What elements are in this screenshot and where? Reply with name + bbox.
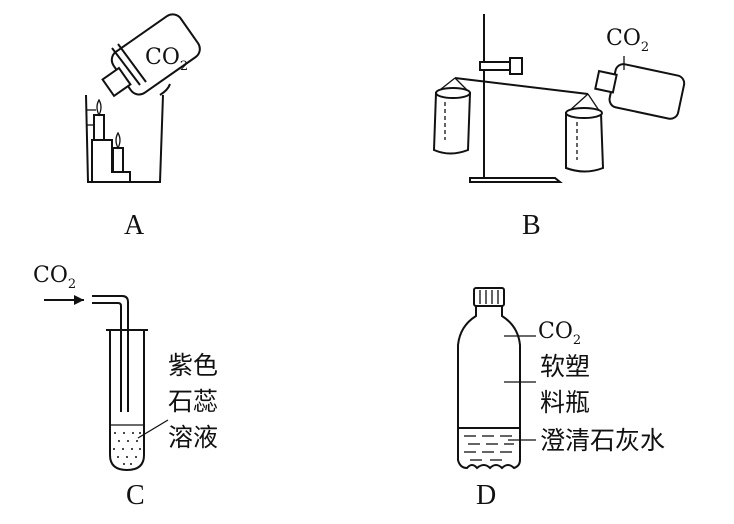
glass-rod	[111, 47, 141, 86]
test-tube	[106, 329, 148, 472]
left-bag	[432, 87, 472, 155]
solution-label-1: 紫色	[168, 351, 218, 380]
candle-tall	[93, 98, 105, 141]
caption-a: A	[124, 210, 145, 241]
solution-label-3: 溶液	[168, 423, 218, 452]
panel-d: CO2 软塑 料瓶 澄清石灰水 D	[457, 287, 665, 511]
co2-bottle-b	[594, 63, 686, 120]
arrow-icon	[44, 295, 84, 305]
candle-short	[112, 131, 124, 173]
right-bag	[565, 107, 605, 173]
co2-label-c: CO2	[33, 263, 76, 292]
lime-water-label: 澄清石灰水	[540, 426, 665, 455]
litmus-solution	[110, 424, 144, 465]
iron-stand	[469, 14, 563, 183]
co2-bottle	[101, 13, 201, 98]
co2-label-b: CO2	[606, 26, 649, 55]
caption-c: C	[126, 480, 145, 511]
caption-d: D	[476, 480, 496, 511]
solution-label-2: 石蕊	[168, 387, 218, 416]
panel-b: CO2 B	[432, 14, 686, 241]
delivery-tube	[92, 295, 129, 412]
co2-label: CO2	[145, 45, 188, 74]
caption-b: B	[522, 210, 541, 241]
panel-a: CO2 A	[85, 13, 201, 241]
soft-plastic-bottle	[457, 306, 521, 470]
bottle-cap	[473, 287, 505, 307]
beaker	[85, 83, 171, 183]
bottle-label-1: 软塑	[540, 352, 590, 381]
panel-c: CO2 紫色 石蕊 溶液 C	[33, 263, 218, 511]
bottle-label-2: 料瓶	[540, 388, 590, 417]
balance-beam	[454, 77, 589, 95]
lime-water	[458, 427, 520, 461]
step-stand	[91, 139, 131, 182]
co2-label-d: CO2	[538, 319, 581, 348]
